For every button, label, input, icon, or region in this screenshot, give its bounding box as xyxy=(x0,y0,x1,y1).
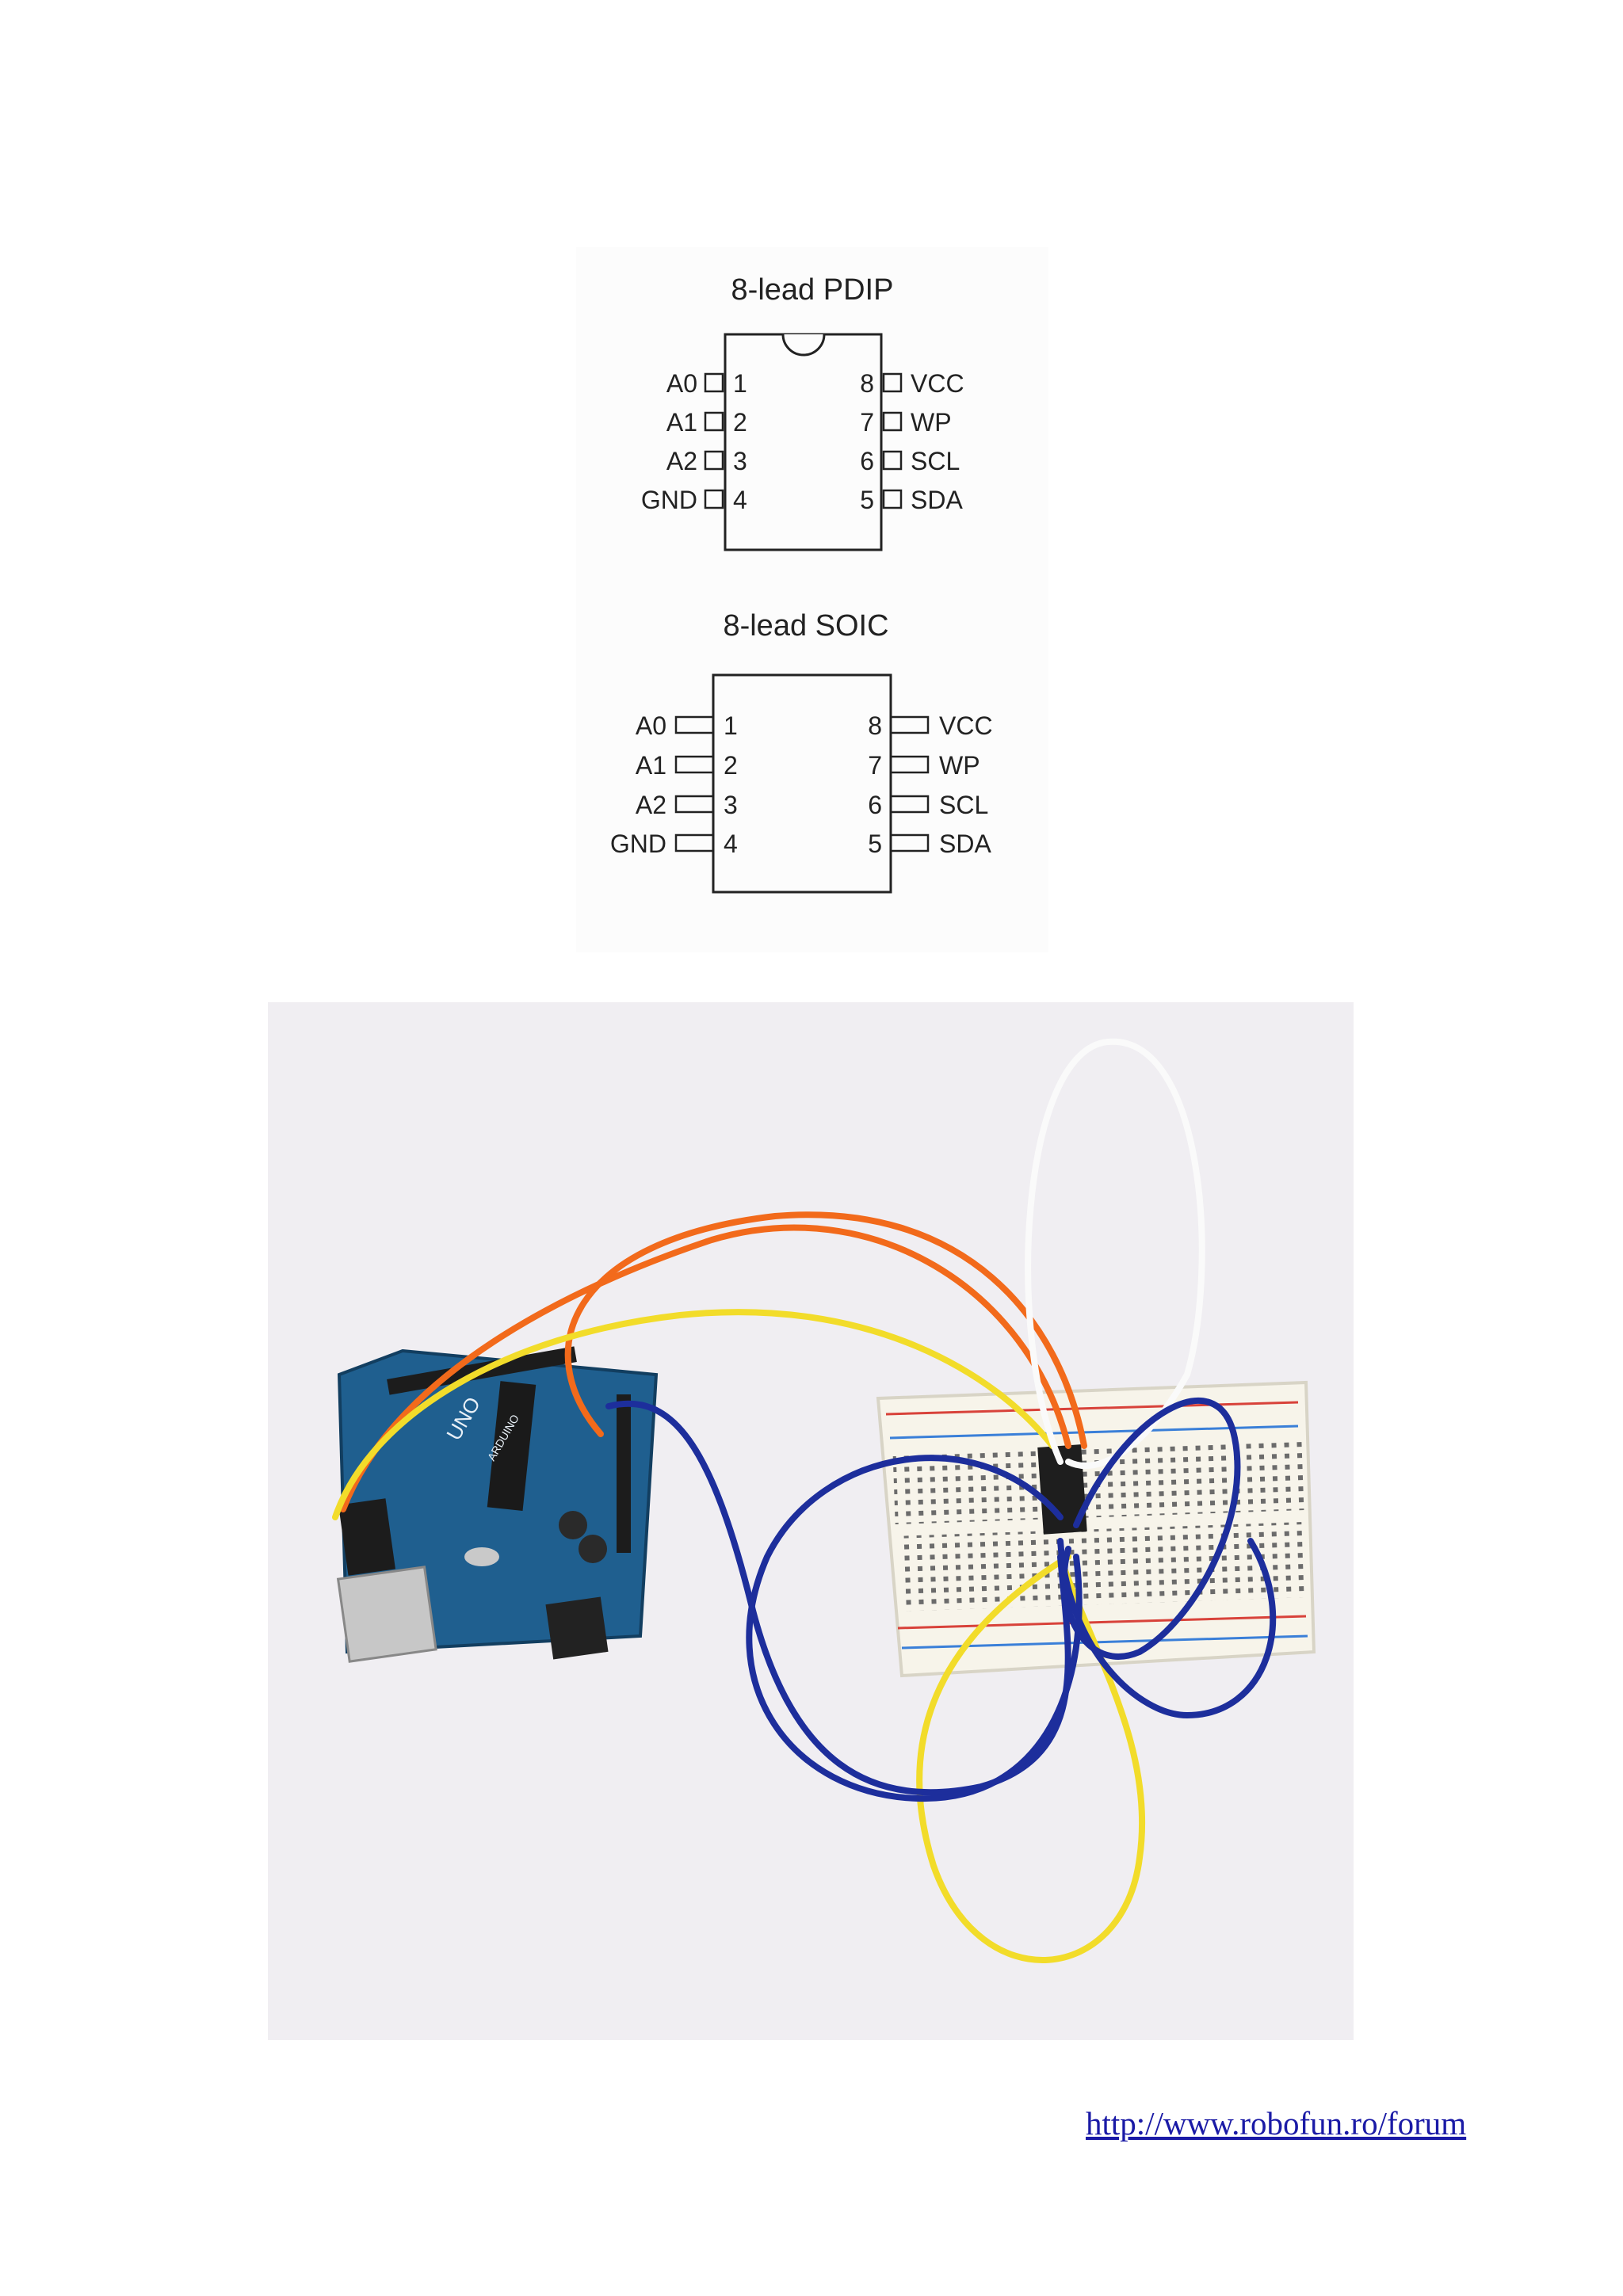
soic-pin-number: 1 xyxy=(724,711,738,740)
orange-wire xyxy=(340,1224,1071,1512)
soic-pin-name: SCL xyxy=(939,791,988,819)
pdip-pin-name: A1 xyxy=(666,408,697,437)
wiring-photo: UNO ARDUINO xyxy=(268,1002,1354,2040)
pdip-pin-number: 5 xyxy=(860,486,874,514)
pinout-svg: 8-lead PDIP A0 A1 A2 GND 1 2 3 4 8 7 6 xyxy=(610,273,993,894)
pinout-diagram: 8-lead PDIP A0 A1 A2 GND 1 2 3 4 8 7 6 xyxy=(576,247,1048,952)
pdip-left-pins: A0 A1 A2 GND 1 2 3 4 xyxy=(641,369,747,514)
soic-pin-name: A1 xyxy=(636,751,666,780)
soic-right-pins: 8 7 6 5 VCC WP SCL SDA xyxy=(868,711,992,858)
blue-wire xyxy=(746,1455,1083,1802)
jumper-wires xyxy=(332,1038,1277,1963)
blue-wire xyxy=(1060,1398,1241,1660)
pdip-pin-name: SDA xyxy=(911,486,963,514)
soic-pin-number: 5 xyxy=(868,830,882,858)
soic-left-pins: A0 A1 A2 GND 1 2 3 4 xyxy=(610,711,738,858)
pdip-pin-number: 1 xyxy=(733,369,747,398)
white-wire xyxy=(1025,1038,1205,1469)
pdip-pin-name: VCC xyxy=(911,369,964,398)
soic-pin-number: 2 xyxy=(724,751,738,780)
pdip-pin-number: 2 xyxy=(733,408,747,437)
soic-pin-name: A2 xyxy=(636,791,666,819)
pdip-pin-number: 8 xyxy=(860,369,874,398)
pdip-pin-number: 6 xyxy=(860,447,874,475)
pdip-pin-number: 4 xyxy=(733,486,747,514)
yellow-wire xyxy=(332,1309,1056,1520)
soic-pin-name: SDA xyxy=(939,830,991,858)
pdip-pin-name: GND xyxy=(641,486,697,514)
yellow-wire xyxy=(916,1554,1146,1963)
pdip-pin-name: WP xyxy=(911,408,952,437)
pdip-package xyxy=(724,333,883,551)
wiring-photo-svg: UNO ARDUINO xyxy=(268,1002,1354,2040)
pdip-right-pins: 8 7 6 5 VCC WP SCL SDA xyxy=(860,369,964,514)
soic-title: 8-lead SOIC xyxy=(723,609,888,643)
pdip-pin-name: A0 xyxy=(666,369,697,398)
soic-pin-number: 3 xyxy=(724,791,738,819)
pdip-pin-name: A2 xyxy=(666,447,697,475)
arduino-board: UNO ARDUINO xyxy=(336,1346,659,1663)
soic-package xyxy=(712,673,892,894)
soic-pin-name: GND xyxy=(610,830,666,858)
pdip-pin-name: SCL xyxy=(911,447,960,475)
soic-pin-number: 7 xyxy=(868,751,882,780)
soic-pin-number: 6 xyxy=(868,791,882,819)
robofun-forum-link[interactable]: http://www.robofun.ro/forum xyxy=(1086,2105,1467,2142)
soic-pin-number: 8 xyxy=(868,711,882,740)
soic-pin-name: A0 xyxy=(636,711,666,740)
soic-pin-name: WP xyxy=(939,751,980,780)
pdip-pin-number: 7 xyxy=(860,408,874,437)
breadboard xyxy=(876,1380,1316,1678)
pdip-title: 8-lead PDIP xyxy=(731,273,894,307)
soic-pin-number: 4 xyxy=(724,830,738,858)
orange-wire xyxy=(564,1211,1087,1449)
pdip-pin-number: 3 xyxy=(733,447,747,475)
soic-pin-name: VCC xyxy=(939,711,993,740)
blue-wire xyxy=(1057,1538,1277,1719)
